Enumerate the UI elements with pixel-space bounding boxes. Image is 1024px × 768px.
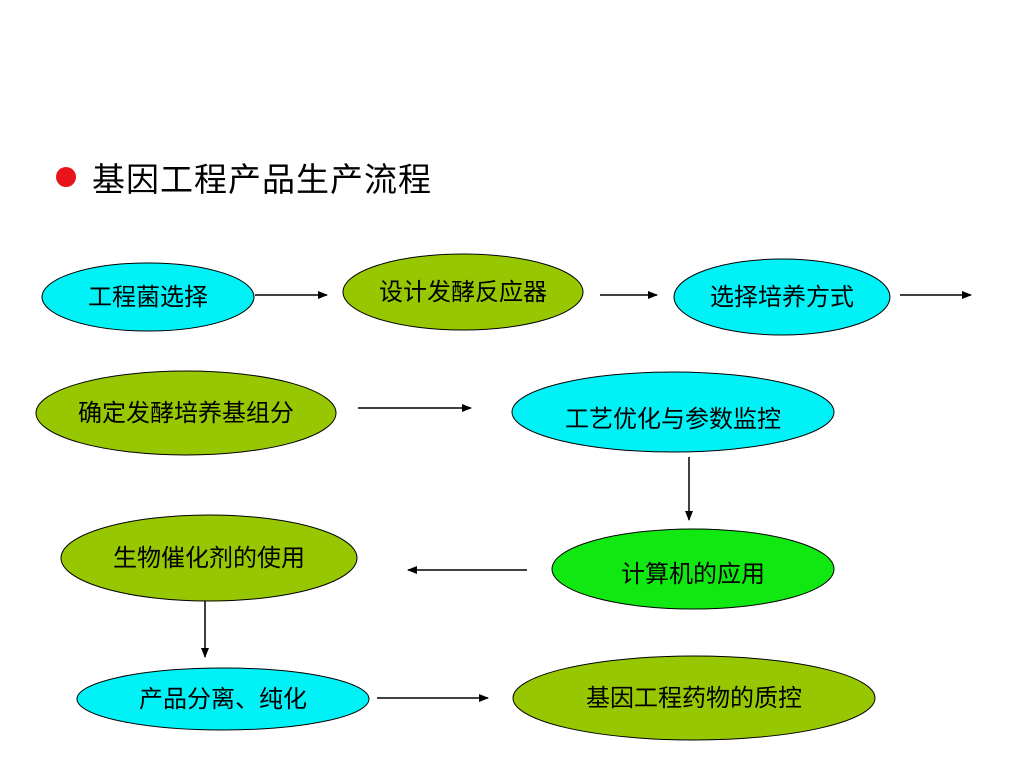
slide-title: 基因工程产品生产流程 — [92, 160, 432, 199]
title-row: 基因工程产品生产流程 — [56, 152, 432, 202]
node-n8: 产品分离、纯化 — [76, 667, 370, 731]
node-label-n4: 确定发酵培养基组分 — [78, 399, 294, 427]
node-label-n9: 基因工程药物的质控 — [586, 684, 802, 712]
node-label-n6: 计算机的应用 — [621, 560, 765, 588]
node-n4: 确定发酵培养基组分 — [35, 370, 337, 456]
node-n5: 工艺优化与参数监控 — [511, 371, 835, 453]
node-label-n5: 工艺优化与参数监控 — [565, 405, 781, 433]
node-n3: 选择培养方式 — [673, 258, 891, 336]
bullet-dot-icon — [56, 167, 76, 187]
node-n7: 生物催化剂的使用 — [60, 514, 358, 602]
node-label-n1: 工程菌选择 — [88, 283, 208, 311]
node-label-n2: 设计发酵反应器 — [379, 278, 547, 306]
node-label-n8: 产品分离、纯化 — [139, 685, 307, 713]
node-n2: 设计发酵反应器 — [342, 253, 584, 331]
node-n6: 计算机的应用 — [551, 528, 835, 610]
node-n9: 基因工程药物的质控 — [512, 655, 876, 741]
node-label-n3: 选择培养方式 — [710, 283, 854, 311]
node-n1: 工程菌选择 — [41, 262, 255, 332]
node-label-n7: 生物催化剂的使用 — [113, 544, 305, 572]
